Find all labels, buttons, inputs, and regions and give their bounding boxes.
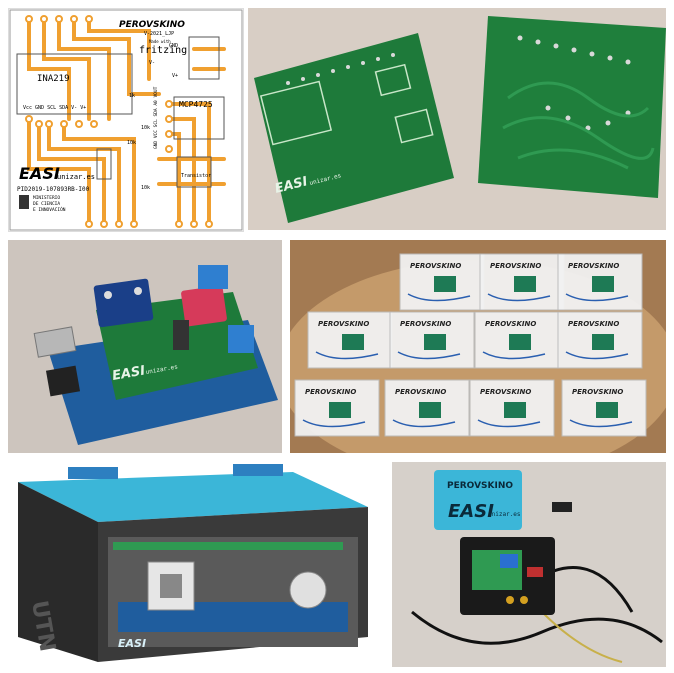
transistor-block-outline [176, 156, 212, 188]
kit-label: PEROVSKINO [568, 262, 619, 270]
final-device-panel: PEROVSKINO EASI unizar.es [392, 462, 666, 667]
mcp4725-outline [173, 96, 225, 140]
mcp4725-module [181, 285, 227, 327]
kit-bag: PEROVSKINO [469, 379, 555, 437]
pcb-component: Transistor [181, 173, 211, 179]
pcb-chip-mcp: MCP4725 [179, 100, 213, 109]
case-shield [113, 542, 343, 550]
kit-bag: PEROVSKINO [307, 311, 393, 369]
pcb-layout-panel: PEROVSKINO V-2021_LJP Made with fritzing… [8, 8, 244, 232]
usb-connector [33, 326, 77, 358]
kit-label: PEROVSKINO [480, 388, 531, 396]
pcb-ministry-3: E INNOVACIÓN [33, 206, 66, 213]
device-easi: EASI [448, 501, 494, 522]
kit-label: PEROVSKINO [318, 320, 369, 328]
kit-bag: PEROVSKINO [557, 253, 643, 311]
pcb-made-with: Made with [149, 39, 171, 44]
ministry-crest-icon [19, 195, 29, 209]
pcb-unizar: unizar.es [57, 173, 95, 181]
kit-bag: PEROVSKINO [479, 253, 565, 311]
pcb-fritzing: fritzing [139, 45, 187, 56]
arduino-shield-photo-panel: EASI unizar.es [8, 240, 282, 453]
device-sign: PEROVSKINO [447, 481, 513, 491]
pcb-pins-ina: Vcc GND SCL SDA V- V+ [23, 105, 86, 111]
sign-plate [434, 470, 522, 530]
case-lid [18, 472, 368, 522]
kit-bags: PEROVSKINO PEROVSKINO PEROVSKINO PEROVSKINO… [294, 253, 647, 437]
transistor-outline [96, 148, 112, 180]
kit-label: PEROVSKINO [485, 320, 536, 328]
pcb-vplus: V+ [172, 73, 178, 79]
ina219-module [93, 278, 154, 328]
case-render: UTN EASI [8, 462, 382, 667]
terminal-block-right [228, 325, 254, 353]
pcb-brand: PEROVSKINO [119, 20, 185, 30]
case-render-panel: UTN EASI [8, 462, 382, 667]
bare-pcb-photo-panel: EASI unizar.es [248, 8, 666, 230]
pcb-pins-mcp: GND VCC SCL SDA A0 VOUT [153, 86, 159, 149]
kits-photo: PEROVSKINO PEROVSKINO PEROVSKINO PEROVSKINO… [290, 240, 666, 453]
pcb-pads [25, 15, 213, 228]
kit-label: PEROVSKINO [568, 320, 619, 328]
kit-bag: PEROVSKINO [474, 311, 560, 369]
kit-label: PEROVSKINO [400, 320, 451, 328]
bare-pcb-photo: EASI unizar.es [248, 8, 666, 230]
terminal-block-top [198, 265, 228, 289]
kit-label: PEROVSKINO [572, 388, 623, 396]
case-left-wall [18, 482, 98, 662]
pcb-r2: 10k [141, 125, 150, 131]
transistor [173, 320, 189, 350]
ina219-outline [16, 53, 133, 115]
terminal-outline [188, 36, 220, 80]
pcb-r3: 10k [127, 140, 136, 146]
case-dc-jack [289, 571, 327, 609]
case-easi: EASI [118, 637, 146, 650]
pcb-ministry-1: MINISTERIO [33, 195, 60, 201]
pcb-chip-ina: INA219 [37, 74, 70, 84]
kit-bag: PEROVSKINO [557, 311, 643, 369]
pcb-easi-logo: EASI [19, 164, 60, 183]
arduino-shield-photo: EASI unizar.es [8, 240, 282, 453]
kit-bag: PEROVSKINO [399, 253, 485, 311]
cable [411, 610, 663, 645]
pcb-project-id: PID2019-107893RB-I00 [17, 186, 90, 193]
pcb-ministry-2: DE CIENCIA [33, 201, 60, 207]
pcb-vminus: V- [149, 60, 155, 66]
kit-label: PEROVSKINO [410, 262, 461, 270]
kit-bag: PEROVSKINO [294, 379, 380, 437]
pcb-gnd: GND [169, 43, 178, 49]
device-unizar: unizar.es [488, 511, 521, 518]
kit-label: PEROVSKINO [395, 388, 446, 396]
kits-photo-panel: PEROVSKINO PEROVSKINO PEROVSKINO PEROVSKINO… [290, 240, 666, 453]
red-connector [527, 567, 543, 577]
kit-bag: PEROVSKINO [561, 379, 647, 437]
kit-bag: PEROVSKINO [384, 379, 470, 437]
final-device-photo: PEROVSKINO EASI unizar.es [392, 462, 666, 667]
pcb-r4: 10k [141, 185, 150, 191]
pcb-traces [27, 17, 226, 226]
pcb-board-right [478, 16, 666, 198]
kit-label: PEROVSKINO [305, 388, 356, 396]
dc-jack [45, 365, 81, 397]
arduino-easi: EASI [111, 363, 146, 384]
pcb-layout-drawing: PEROVSKINO V-2021_LJP Made with fritzing… [9, 9, 243, 231]
pcb-r1: 1k [129, 93, 135, 99]
kit-label: PEROVSKINO [490, 262, 541, 270]
kit-bag: PEROVSKINO [389, 311, 475, 369]
pcb-version: V-2021_LJP [144, 31, 174, 37]
